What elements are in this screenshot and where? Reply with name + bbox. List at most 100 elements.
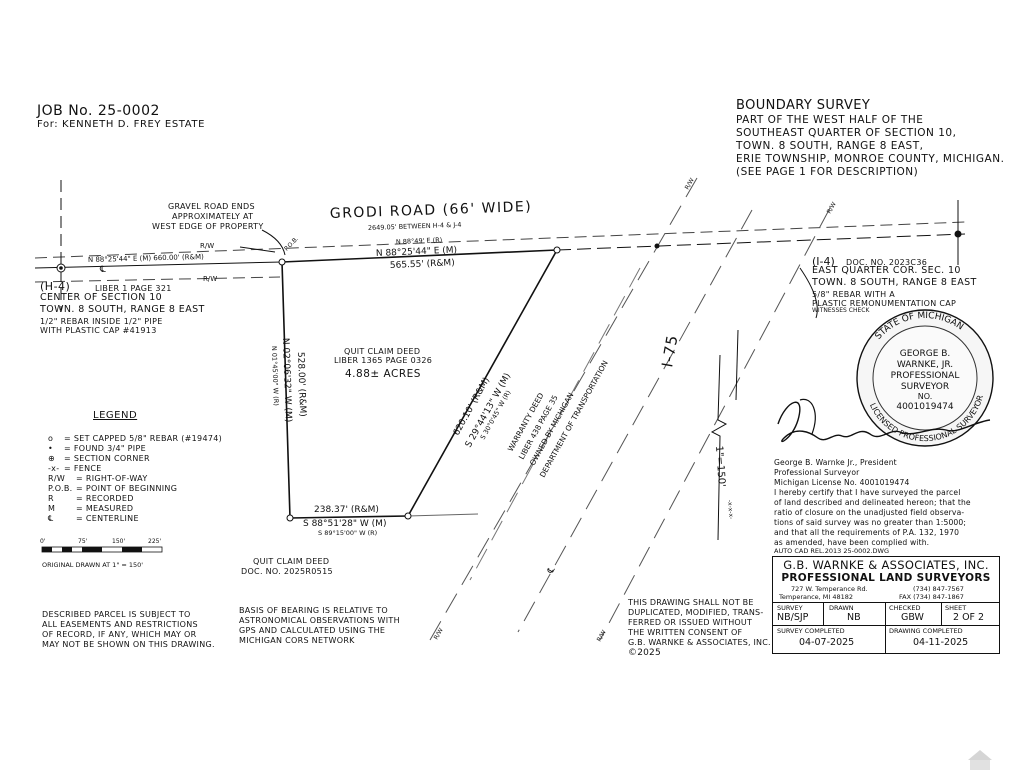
west-bearing-m: N 02°06'32" W (M)	[280, 338, 293, 423]
center-section-line: 1/2" REBAR INSIDE 1/2" PIPE	[40, 317, 163, 326]
survey-desc-line: ERIE TOWNSHIP, MONROE COUNTY, MICHIGAN.	[736, 153, 1005, 165]
highway-scale: 1"=150'	[713, 445, 727, 487]
cert-line: Professional Surveyor	[774, 468, 860, 477]
road-name: GRODI ROAD (66' WIDE)	[330, 199, 533, 222]
legend-item: o= SET CAPPED 5/8" REBAR (#19474)	[48, 434, 223, 443]
survey-completed-value: 04-07-2025	[799, 637, 855, 648]
cad-ref: AUTO CAD REL.2013 25-0002.DWG	[774, 547, 890, 555]
survey-desc-line: SOUTHEAST QUARTER OF SECTION 10,	[736, 127, 957, 139]
sheet-value: 2 OF 2	[953, 612, 985, 623]
firm-phone: (734) 847-7567	[913, 585, 964, 593]
south-right-of-way	[34, 276, 281, 283]
gravel-note: APPROXIMATELY AT	[172, 212, 254, 221]
surveyor-signature	[777, 401, 991, 443]
cert-line: I hereby certify that I have surveyed th…	[774, 488, 961, 497]
parcel-east-line	[407, 249, 558, 517]
legend-item: R= RECORDED	[48, 494, 134, 503]
notice-note: THE WRITTEN CONSENT OF	[628, 628, 743, 637]
section-line-west	[34, 261, 283, 269]
survey-desc-line: PART OF THE WEST HALF OF THE	[736, 114, 924, 126]
pipe-marker-icon	[654, 243, 660, 249]
surveyor-seal: STATE OF MICHIGAN LICENSED PROFESSIONAL …	[856, 309, 994, 447]
parcel-acres: 4.88± ACRES	[345, 368, 421, 380]
job-number: JOB No. 25-0002	[37, 103, 160, 119]
rw-label-bottom-2: R/W	[596, 629, 608, 643]
basis-note: GPS AND CALCULATED USING THE	[239, 626, 386, 635]
survey-label: SURVEY	[777, 604, 803, 612]
described-note: ALL EASEMENTS AND RESTRICTIONS	[42, 620, 198, 629]
gravel-note: WEST EDGE OF PROPERTY	[152, 222, 264, 231]
firm-name: G.B. WARNKE & ASSOCIATES, INC.	[783, 558, 989, 572]
client-name: For: KENNETH D. FREY ESTATE	[37, 119, 206, 130]
cert-line: George B. Warnke Jr., President	[774, 458, 897, 467]
west-dist: 528.00' (R&M)	[295, 352, 307, 417]
i75-row-4	[469, 267, 641, 581]
center-section-line: TOWN. 8 SOUTH, RANGE 8 EAST	[40, 304, 205, 315]
section-line-east	[556, 233, 966, 251]
fence-south	[407, 513, 479, 517]
gravel-note: GRAVEL ROAD ENDS	[168, 202, 255, 211]
scale-tick: 0'	[40, 538, 46, 545]
cert-line: ratio of closure on the unadjusted field…	[774, 508, 965, 517]
east-quarter-corner-icon	[954, 230, 962, 238]
survey-desc-line: TOWN. 8 SOUTH, RANGE 8 EAST,	[736, 140, 924, 152]
parcel-west-line	[281, 261, 291, 519]
rw-label-top-2: R/W	[826, 201, 838, 215]
rebar-marker-icon	[404, 512, 412, 520]
i75-row-2	[517, 209, 753, 633]
basis-note: MICHIGAN CORS NETWORK	[239, 636, 355, 645]
seal-number: 4001019474	[896, 402, 954, 412]
north-right-of-way	[34, 221, 966, 259]
boundary-survey-title: BOUNDARY SURVEY	[736, 98, 871, 113]
notice-note: G.B. WARNKE & ASSOCIATES, INC.	[628, 638, 771, 647]
cert-line: and that all the requirements of P.A. 13…	[774, 528, 960, 537]
legend-title: LEGEND	[93, 410, 138, 421]
scale-tick: 150'	[112, 538, 126, 545]
described-note: OF RECORD, IF ANY, WHICH MAY OR	[42, 630, 197, 639]
described-note: MAY NOT BE SHOWN ON THIS DRAWING.	[42, 640, 215, 649]
highway-name: I-75	[658, 333, 681, 369]
seal-surveyor: SURVEYOR	[901, 382, 949, 392]
road-between: 2649.05' BETWEEN H-4 & J-4	[368, 221, 462, 232]
cert-line: tions of said survey was no greater than…	[774, 518, 967, 527]
cert-line: of land described and delineated hereon;…	[774, 498, 971, 507]
east-quarter-doc: DOC. NO. 2023C36	[846, 258, 928, 267]
sheet-label: SHEET	[945, 604, 967, 612]
center-section-line: WITH PLASTIC CAP #41913	[40, 326, 157, 335]
section-line-north-boundary	[281, 249, 558, 263]
legend-item: R/W= RIGHT-OF-WAY	[48, 474, 148, 483]
east-quarter-line: 5/8" REBAR WITH A	[812, 290, 896, 299]
legend-item: -x-= FENCE	[48, 464, 102, 473]
east-quarter-line: PLASTIC REMONUMENTATION CAP	[812, 299, 957, 308]
copyright: ©2025	[628, 648, 661, 658]
south-dist: 238.37' (R&M)	[314, 505, 379, 515]
highway-break-line-2	[735, 329, 739, 401]
seal-name1: GEORGE B.	[900, 349, 951, 359]
rw-label-south: R/W	[203, 275, 217, 283]
legend-item: •= FOUND 3/4" PIPE	[48, 444, 146, 453]
checked-label: CHECKED	[889, 604, 921, 612]
highway-break-line	[710, 354, 728, 541]
rebar-marker-icon	[286, 514, 294, 522]
scale-bar	[41, 546, 163, 553]
legend-item: ⊕= SECTION CORNER	[48, 454, 150, 463]
notice-note: FERRED OR ISSUED WITHOUT	[628, 618, 753, 627]
south-bearing-m: S 88°51'28" W (M)	[303, 519, 387, 529]
east-quarter-label: (I-4)	[812, 255, 835, 268]
seal-prof: PROFESSIONAL	[891, 371, 960, 381]
i75-row-3	[599, 207, 831, 641]
east-quarter-line: EAST QUARTER COR. SEC. 10	[812, 265, 961, 276]
parcel-south-line	[289, 515, 409, 519]
seal-no: NO.	[918, 392, 933, 401]
drawing-completed-label: DRAWING COMPLETED	[889, 627, 963, 635]
fence-label: -x-x-x-	[726, 500, 734, 520]
legend-item: P.O.B.= POINT OF BEGINNING	[48, 484, 178, 493]
checked-value: GBW	[901, 612, 924, 623]
drawn-label: DRAWN	[829, 604, 854, 612]
pob-label: P.O.B.	[283, 235, 300, 252]
firm-address-1: 727 W. Temperance Rd.	[791, 585, 868, 593]
pob-arrow	[261, 229, 286, 256]
survey-desc-line: (SEE PAGE 1 FOR DESCRIPTION)	[736, 166, 919, 178]
scale-tick: 225'	[148, 538, 162, 545]
